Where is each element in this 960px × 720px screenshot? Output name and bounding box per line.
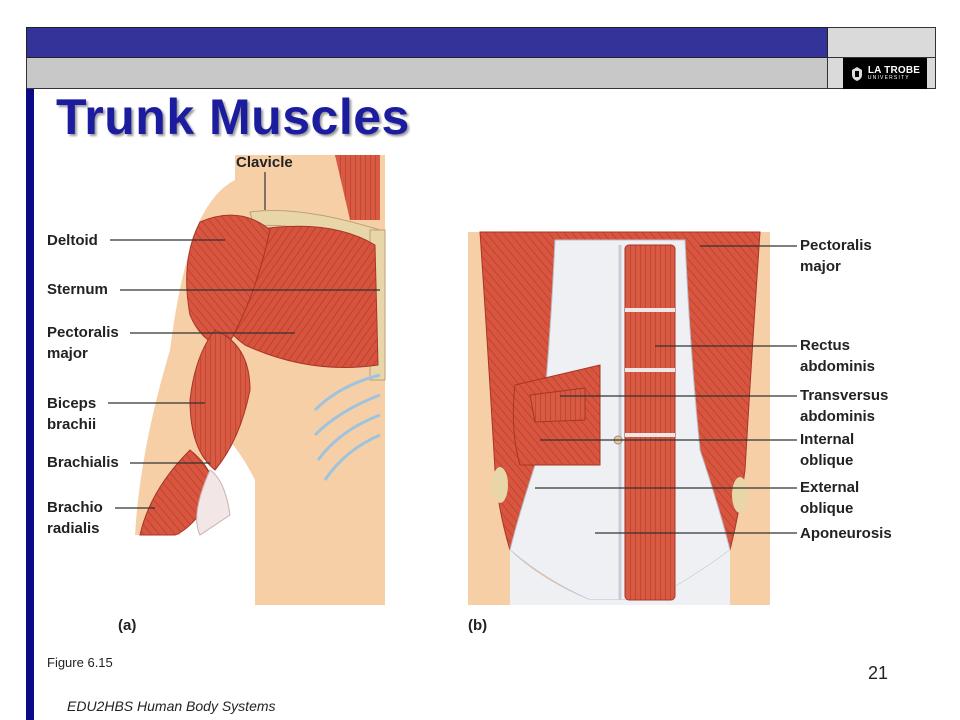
anatomy-figure: Clavicle Deltoid Sternum Pectoralis majo… [40, 150, 920, 655]
label-external-oblique: oblique [800, 500, 853, 517]
label-radialis: radialis [47, 520, 100, 537]
panel-a-leader-lines [108, 172, 380, 509]
label-b-pectoralis: Pectoralis [800, 237, 872, 254]
header-bar-top-right [828, 27, 936, 58]
logo-subtitle: UNIVERSITY [867, 75, 910, 81]
label-rectus-abdominis: abdominis [800, 358, 875, 375]
label-rectus: Rectus [800, 337, 850, 354]
label-deltoid: Deltoid [47, 232, 98, 249]
label-biceps: Biceps [47, 395, 96, 412]
muscle-diagram: Clavicle Deltoid Sternum Pectoralis majo… [47, 154, 892, 634]
label-internal: Internal [800, 431, 854, 448]
panel-b-illustration [468, 231, 770, 605]
panel-b-labels: Pectoralis major Rectus abdominis Transv… [468, 237, 892, 634]
label-sternum: Sternum [47, 281, 108, 298]
panel-b-tag: (b) [468, 617, 487, 634]
label-brachio: Brachio [47, 499, 103, 516]
label-internal-oblique: oblique [800, 452, 853, 469]
label-aponeurosis: Aponeurosis [800, 525, 892, 542]
panel-a-illustration [135, 155, 386, 605]
left-accent-strip [26, 89, 34, 720]
label-external: External [800, 479, 859, 496]
university-crest-icon [850, 66, 864, 82]
panel-b-leader-lines [535, 245, 797, 534]
header-bar-top [26, 27, 828, 58]
label-transversus-abdominis: abdominis [800, 408, 875, 425]
label-clavicle: Clavicle [236, 154, 293, 171]
label-transversus: Transversus [800, 387, 888, 404]
label-pectoralis: Pectoralis [47, 324, 119, 341]
course-footer: EDU2HBS Human Body Systems [67, 698, 276, 714]
logo-name: LA TROBE [867, 65, 921, 76]
panel-a-tag: (a) [118, 617, 136, 634]
label-brachialis: Brachialis [47, 454, 119, 471]
label-brachii: brachii [47, 416, 96, 433]
slide-title: Trunk Muscles [56, 89, 410, 145]
label-b-pectoralis-major: major [800, 258, 841, 275]
header-bar-middle [26, 58, 828, 89]
figure-caption: Figure 6.15 [47, 655, 113, 670]
la-trobe-logo: LA TROBE UNIVERSITY [843, 58, 927, 89]
label-pectoralis-major: major [47, 345, 88, 362]
panel-a-labels: Clavicle Deltoid Sternum Pectoralis majo… [47, 154, 293, 634]
page-number: 21 [868, 663, 889, 683]
